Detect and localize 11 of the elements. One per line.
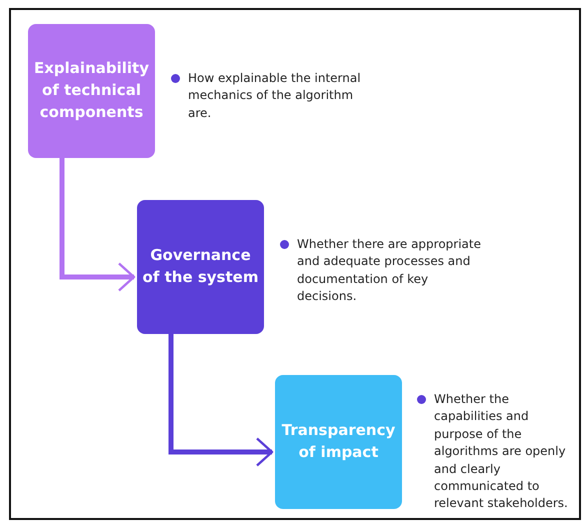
arrow bbox=[60, 158, 136, 292]
description-text: Whether the capabilities and purpose of the algorithms are openly and clearly communicated to relevant stakeholders. bbox=[434, 391, 569, 512]
box-title: Transparency of impact bbox=[280, 420, 396, 463]
process-box bbox=[28, 24, 155, 158]
description-text: How explainable the internal mechanics of the algorithm are. bbox=[188, 70, 362, 122]
box-title: Explainability of technical components bbox=[33, 58, 150, 123]
arrow bbox=[168, 334, 274, 467]
process-box bbox=[137, 200, 264, 334]
process-box bbox=[275, 375, 402, 509]
box-title: Governance of the system bbox=[142, 245, 260, 288]
description-text: Whether there are appropriate and adequate processes and documentation of key decisions. bbox=[297, 236, 482, 306]
